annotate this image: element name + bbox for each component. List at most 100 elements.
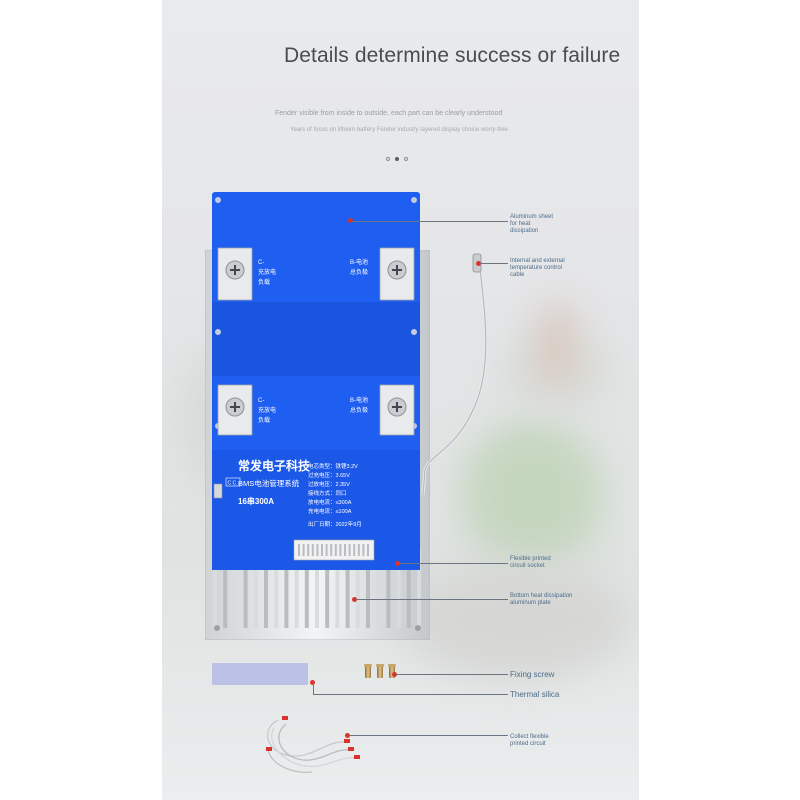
- fpc-pin: [348, 544, 351, 556]
- pad-label: 总负极: [350, 406, 368, 414]
- board-brand: 常发电子科技: [238, 458, 311, 473]
- heatsink-fin: [325, 550, 330, 628]
- carousel-dot[interactable]: [386, 157, 390, 161]
- terminal-pad-1: [217, 247, 253, 301]
- heatsink-fin: [335, 550, 340, 628]
- callout-leader: [313, 682, 314, 694]
- terminal-pad-4: [379, 384, 415, 436]
- callout-temperature-cable: Internal and external temperature contro…: [510, 258, 565, 278]
- fixing-screw: [388, 664, 396, 678]
- heatsink-fin: [264, 550, 268, 628]
- fpc-socket: [293, 539, 375, 561]
- callout-leader: [396, 674, 508, 675]
- callout-flexible-circuit: Collect flexible printed circuit: [510, 734, 549, 747]
- fpc-pin: [311, 544, 314, 556]
- callout-marker: [348, 218, 353, 223]
- pad-label: C-: [258, 398, 264, 404]
- callout-marker: [476, 261, 481, 266]
- callout-thermal-silica: Thermal silica: [510, 690, 560, 699]
- heatsink-fin: [386, 550, 391, 628]
- pad-label: C-: [258, 260, 264, 266]
- callout-leader: [399, 563, 508, 564]
- fpc-pin: [330, 544, 333, 556]
- callout-aluminum-sheet: Aluminum sheet for heat dissipation: [510, 214, 554, 234]
- fpc-pin: [298, 544, 300, 556]
- heatsink-fin: [233, 550, 238, 628]
- fpc-pin: [357, 544, 360, 556]
- heatsink-fin: [406, 550, 411, 628]
- callout-marker: [392, 672, 397, 677]
- heatsink-fin: [223, 550, 228, 628]
- thermal-silica-pad: [212, 663, 308, 685]
- heatsink-fin: [376, 550, 381, 628]
- spec-line: 过充电压：3.65V: [308, 471, 350, 479]
- fpc-pin: [334, 544, 337, 556]
- callout-fixing-screw: Fixing screw: [510, 670, 555, 679]
- pad-label: 总负极: [350, 268, 368, 276]
- callout-fpc-socket: Flexible printed circuit socket: [510, 556, 551, 569]
- fpc-pin: [344, 544, 346, 556]
- fixing-screw: [376, 664, 384, 678]
- carousel-indicator: [386, 157, 408, 161]
- board-system-name: BMS电池管理系统: [238, 478, 300, 488]
- pad-label: 负载: [258, 278, 270, 286]
- manufacture-date: 出厂日期：2022年9月: [308, 520, 362, 528]
- fpc-pin: [362, 544, 365, 556]
- terminal-pad-2: [379, 247, 415, 301]
- heatsink-fin: [253, 550, 258, 628]
- fixing-screw: [364, 664, 372, 678]
- callout-marker: [395, 561, 400, 566]
- fpc-pin: [321, 544, 323, 556]
- carousel-dot-active[interactable]: [395, 157, 399, 161]
- fpc-pin: [325, 544, 328, 556]
- callout-leader: [352, 221, 508, 222]
- heatsink-fin: [355, 550, 360, 628]
- fpc-pin: [302, 544, 305, 556]
- temperature-cable: [421, 253, 488, 496]
- spec-line: 过放电压：2.35V: [308, 480, 350, 488]
- page-subtitle: Fender visible from inside to outside, e…: [275, 110, 503, 117]
- fpc-pin: [316, 544, 319, 556]
- page-title: Details determine success or failure: [284, 44, 621, 67]
- heatsink-fin: [304, 550, 309, 628]
- callout-leader: [356, 599, 508, 600]
- pad-label: 负载: [258, 416, 270, 424]
- fpc-pin: [353, 544, 356, 556]
- pad-label: 充放电: [258, 268, 276, 276]
- heatsink-fin: [243, 550, 248, 628]
- heatsink-fin: [366, 550, 370, 628]
- pad-label: 充放电: [258, 406, 276, 414]
- callout-marker: [345, 733, 350, 738]
- page-tagline: Years of focus on lithium battery Fender…: [290, 127, 508, 133]
- bms-board: C- 充放电 负载 B-电池 总负极 C- 充放电 负载 B-电池 总负极 常发…: [212, 192, 420, 570]
- heatsink-fin: [213, 550, 217, 628]
- callout-leader: [480, 263, 508, 264]
- callout-marker: [352, 597, 357, 602]
- heatsink-fin: [294, 550, 299, 628]
- terminal-pad-3: [217, 384, 253, 436]
- pad-label: B-电池: [350, 396, 368, 404]
- usb-port: [213, 483, 223, 499]
- spec-line: 充电电流：≤100A: [308, 507, 352, 515]
- collect-flexible-cable: [266, 716, 360, 773]
- fpc-pin: [307, 544, 310, 556]
- heatsink-fin: [284, 550, 289, 628]
- heatsink-fin: [315, 550, 319, 628]
- heatsink-fin: [345, 550, 350, 628]
- callout-bottom-plate: Bottom heat dissipation aluminum plate: [510, 593, 573, 606]
- callout-leader: [349, 735, 508, 736]
- carousel-dot[interactable]: [404, 157, 408, 161]
- cc-mark: C C: [228, 481, 237, 487]
- callout-leader: [313, 694, 508, 695]
- heatsink-fin: [274, 550, 279, 628]
- spec-line: 电芯类型：铁锂3.2V: [308, 462, 358, 470]
- heatsink-fin: [396, 550, 401, 628]
- spec-line: 接线方式：同口: [308, 489, 347, 497]
- board-model: 16串300A: [238, 496, 274, 506]
- callout-marker: [310, 680, 315, 685]
- heatsink-fin: [417, 550, 421, 628]
- fpc-pin: [367, 544, 369, 556]
- pad-label: B-电池: [350, 258, 368, 266]
- spec-line: 放电电流：≤300A: [308, 498, 352, 506]
